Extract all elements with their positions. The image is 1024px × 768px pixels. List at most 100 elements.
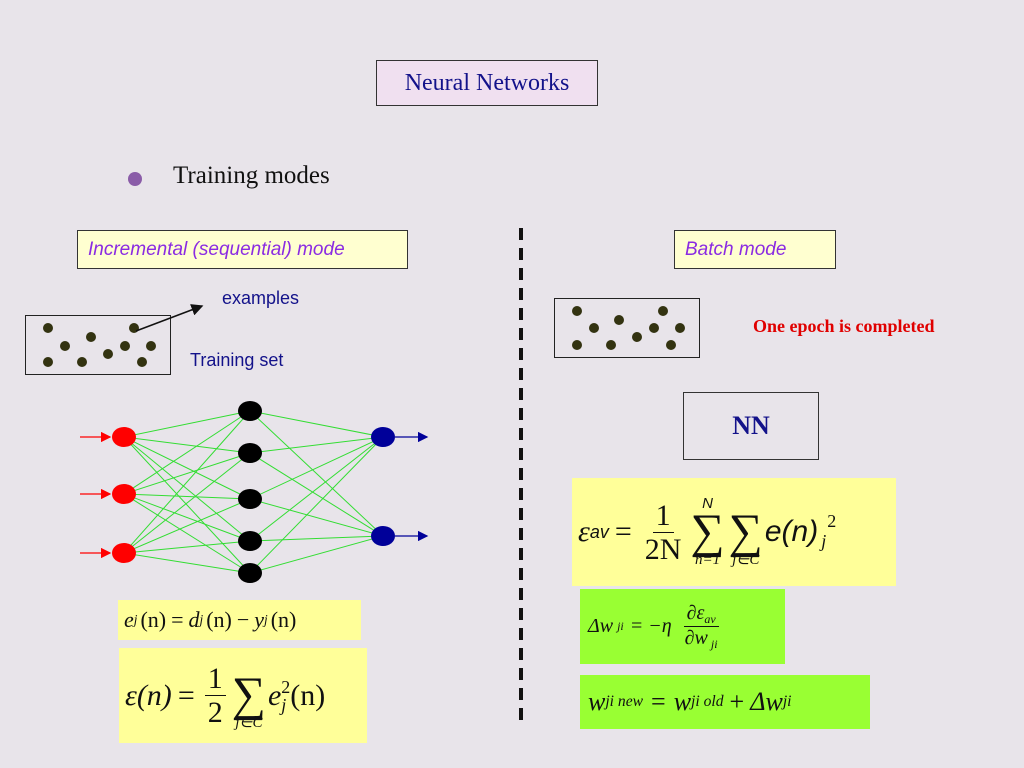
- eq-sign: =: [171, 607, 184, 632]
- connection-edge: [249, 436, 384, 500]
- summation: ∑j∈C: [231, 668, 266, 732]
- eq-term: w: [673, 687, 692, 716]
- bullet-text: Training modes: [173, 162, 330, 189]
- example-dot: [43, 357, 53, 367]
- eq-sub: av: [589, 521, 609, 542]
- example-dot: [614, 315, 624, 325]
- eq-term: e(n): [764, 515, 819, 548]
- connection-edge: [123, 540, 251, 554]
- example-dot: [146, 341, 156, 351]
- eq-term: y: [254, 607, 265, 632]
- connection-edge: [249, 410, 384, 438]
- connection-edge: [123, 452, 251, 554]
- eq-term: w: [588, 687, 606, 716]
- connection-edge: [249, 410, 384, 537]
- eq-arg: (n): [290, 678, 326, 712]
- example-dot: [666, 340, 676, 350]
- connection-edge: [123, 493, 251, 500]
- eq-sub: j: [199, 612, 204, 627]
- eq-sign: =: [177, 678, 195, 712]
- eq-sign: −: [236, 607, 250, 632]
- eq-sub: j: [133, 612, 138, 627]
- hidden-node: [238, 443, 262, 463]
- training-set-box: [25, 315, 171, 375]
- connection-edge: [249, 436, 384, 454]
- connection-edge: [123, 410, 251, 495]
- connection-edge: [123, 493, 251, 542]
- example-dot: [86, 332, 96, 342]
- eq-sign: =: [614, 515, 632, 548]
- nn-box: NN: [683, 392, 819, 460]
- eq-sign: =: [651, 687, 666, 716]
- eq-sign: = −η: [629, 615, 672, 637]
- eq-term: ε: [578, 515, 590, 548]
- example-dot: [572, 306, 582, 316]
- summation-n: N∑n=1: [690, 495, 725, 568]
- eq-term: e: [267, 678, 282, 712]
- example-dot: [129, 323, 139, 333]
- input-node: [112, 427, 136, 447]
- example-dot: [606, 340, 616, 350]
- training-set-label: Training set: [190, 350, 284, 370]
- eq-term: ε(n): [125, 678, 172, 712]
- example-dot: [675, 323, 685, 333]
- eq-term: e: [124, 607, 134, 632]
- incremental-mode-text: Incremental (sequential) mode: [88, 238, 345, 260]
- slide-title-text: Neural Networks: [404, 69, 570, 96]
- batch-mode-text: Batch mode: [685, 238, 787, 260]
- eq-sign: +: [729, 687, 745, 716]
- summation-j: ∑j∈C: [728, 504, 763, 568]
- connection-edge: [123, 452, 251, 495]
- eq-sub: j: [264, 612, 268, 627]
- eq-arg: (n): [270, 607, 297, 632]
- eq-term: Δw: [588, 615, 614, 637]
- examples-label: examples: [222, 288, 300, 308]
- eq-term: Δw: [750, 687, 783, 716]
- bullet-icon: [128, 172, 142, 186]
- connection-edge: [123, 436, 251, 454]
- batch-mode-label: Batch mode: [674, 230, 836, 269]
- example-dot: [572, 340, 582, 350]
- output-node: [371, 526, 395, 546]
- connection-edge: [123, 552, 251, 574]
- connection-edge: [123, 436, 251, 574]
- hidden-node: [238, 531, 262, 551]
- connection-edge: [123, 436, 251, 542]
- slide-title: Neural Networks: [376, 60, 598, 106]
- example-dot: [137, 357, 147, 367]
- example-dot: [60, 341, 70, 351]
- hidden-node: [238, 489, 262, 509]
- dashed-divider: [519, 228, 523, 728]
- connection-edge: [249, 535, 384, 542]
- eq-arg: (n): [140, 607, 167, 632]
- connection-edge: [249, 436, 384, 542]
- connection-edge: [123, 410, 251, 438]
- output-node: [371, 427, 395, 447]
- input-node: [112, 484, 136, 504]
- eq-sub: ji: [617, 619, 624, 633]
- nn-label: NN: [732, 411, 770, 440]
- example-dot: [658, 306, 668, 316]
- example-dot: [120, 341, 130, 351]
- hidden-node: [238, 401, 262, 421]
- hidden-node: [238, 563, 262, 583]
- input-node: [112, 543, 136, 563]
- connection-edge: [249, 452, 384, 537]
- example-dot: [77, 357, 87, 367]
- example-dot: [589, 323, 599, 333]
- connection-edge: [123, 493, 251, 574]
- eq-sub: ji: [782, 693, 792, 710]
- eq-term: d: [188, 607, 200, 632]
- example-dot: [43, 323, 53, 333]
- example-dot: [632, 332, 642, 342]
- eq-arg: (n): [206, 607, 232, 632]
